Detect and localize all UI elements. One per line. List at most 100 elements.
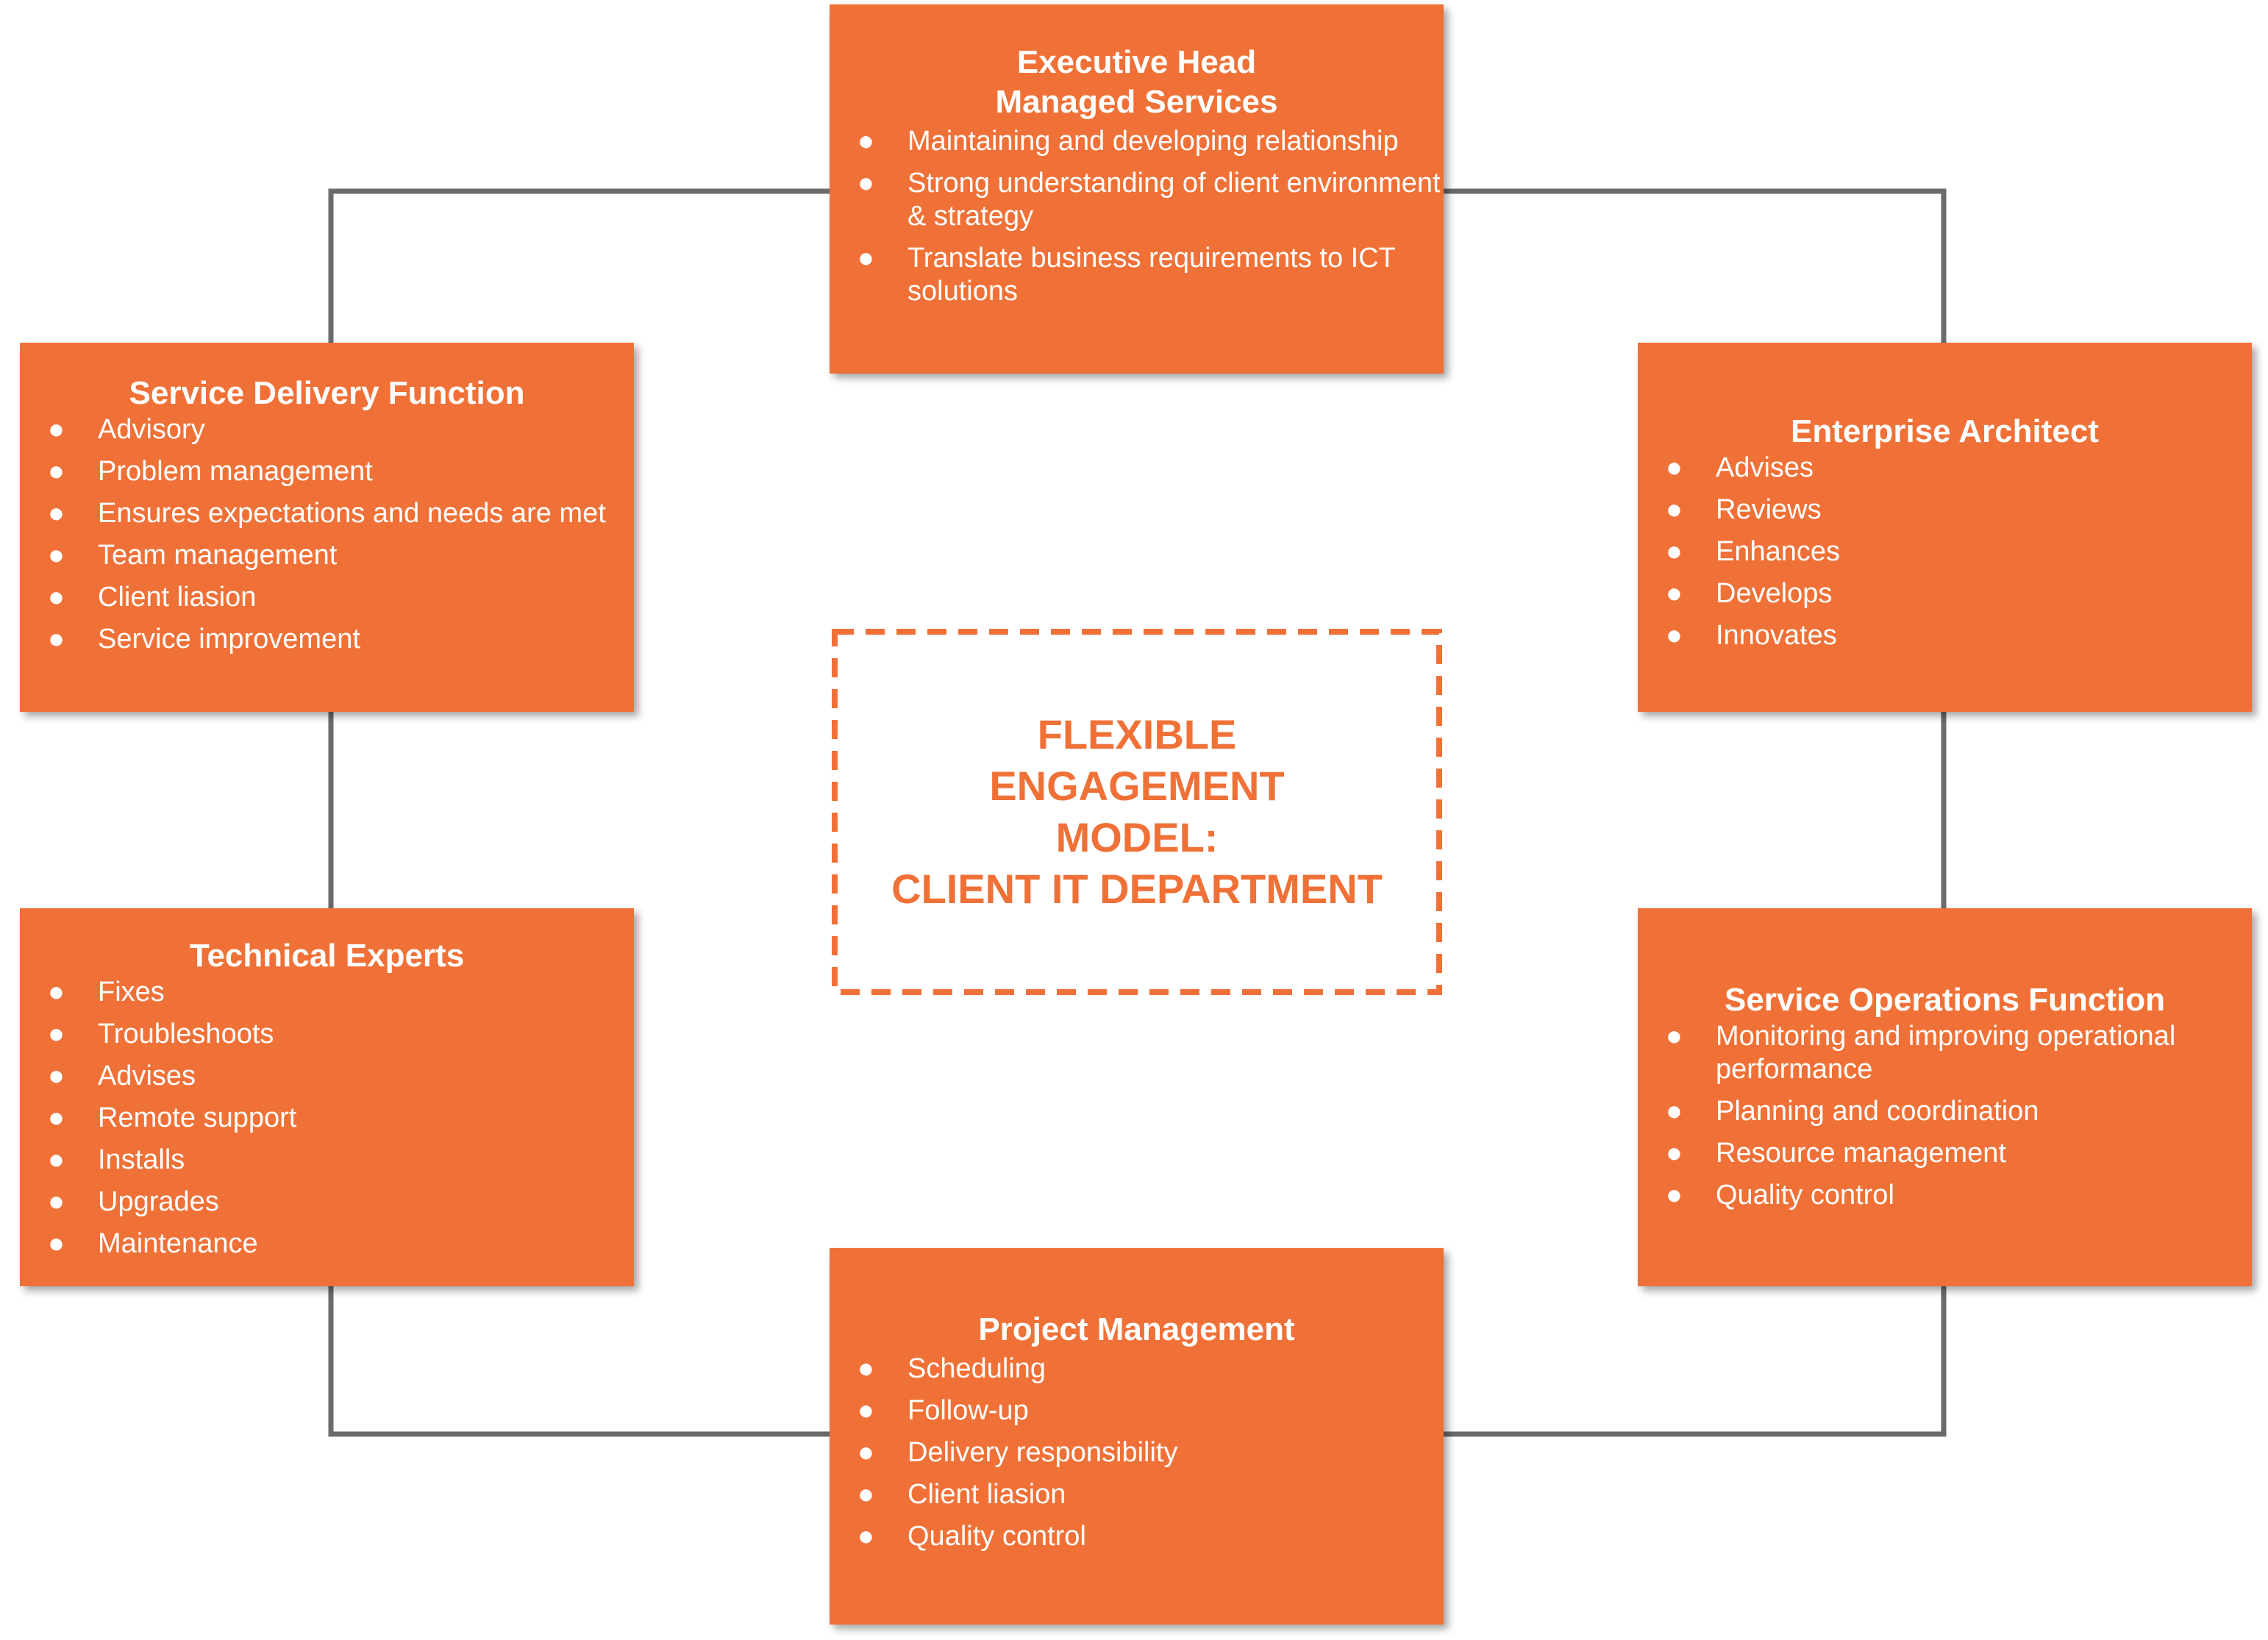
bullet-icon: ● — [48, 1019, 65, 1049]
bullet-icon: ● — [857, 1521, 874, 1552]
list-item: ● Upgrades — [20, 1186, 634, 1219]
list-item: ● Client liasion — [830, 1478, 1444, 1511]
connector-line — [1444, 188, 1947, 1437]
bullet-icon: ● — [48, 540, 65, 571]
bullet-icon: ● — [857, 168, 874, 199]
list-item: ●Client liasion — [20, 581, 634, 614]
list-item: ● Installs — [20, 1144, 634, 1177]
list-item-text: Follow-up — [907, 1395, 1029, 1426]
center-title: FLEXIBLE ENGAGEMENT MODEL: CLIENT IT DEP… — [891, 711, 1383, 912]
bullet-icon: ● — [48, 977, 65, 1008]
list-item-text: Innovates — [1716, 620, 1837, 651]
bullet-icon: ● — [1666, 536, 1683, 567]
connector-line — [328, 188, 830, 1437]
list-item: ● Problem management — [20, 455, 634, 488]
bullet-icon: ● — [1666, 452, 1683, 483]
list-item-text: Monitoring and improving operational per… — [1716, 1021, 2176, 1085]
list-item-text: Client liasion — [98, 582, 257, 613]
technical-experts-list: ● Fixes ● Troubleshoots ● Advises ● Remote supp… — [20, 976, 634, 1261]
list-item-text: Maintenance — [98, 1228, 258, 1259]
list-item: ● Enhances — [1638, 535, 2252, 568]
bullet-icon: ● — [1666, 1180, 1683, 1211]
list-item-text: Advises — [98, 1060, 196, 1091]
list-item-text: Upgrades — [98, 1186, 219, 1217]
bullet-icon: ● — [1666, 494, 1683, 525]
list-item-text: Translate business requirements to ICT s… — [907, 243, 1396, 307]
list-item-text: Resource management — [1716, 1138, 2006, 1169]
list-item-text: Quality control — [1716, 1180, 1894, 1211]
list-item: ● Follow-up — [830, 1394, 1444, 1427]
list-item-text: Advisory — [98, 414, 205, 445]
bullet-icon: ● — [857, 1395, 874, 1426]
list-item-text: Troubleshoots — [98, 1019, 274, 1049]
list-item-text: Enhances — [1716, 536, 1841, 567]
list-item: ● Service improvement — [20, 623, 634, 656]
list-item-text: Planning and coordination — [1716, 1096, 2039, 1127]
bullet-icon: ● — [857, 126, 874, 157]
service-operations-list: ● Monitoring and improving operational pe… — [1638, 1020, 2252, 1212]
list-item-text: Installs — [98, 1144, 185, 1175]
list-item: ● Team management — [20, 539, 634, 572]
technical-experts-box: Technical Experts ●Fixes●Troubleshoots●A… — [20, 908, 634, 1286]
list-item-text: Quality control — [907, 1521, 1086, 1552]
list-item: ● Planning and coordination — [1638, 1095, 2252, 1128]
bullet-icon: ● — [48, 414, 65, 445]
list-item-text: Fixes — [98, 977, 165, 1008]
list-item-text: Ensures expectations and needs are met — [98, 498, 606, 529]
list-item: ● Translate business requirements to ICT … — [830, 242, 1444, 308]
service-delivery-title: Service Delivery Function — [129, 375, 525, 411]
bullet-icon: ● — [1666, 1021, 1683, 1052]
bullet-icon: ● — [857, 243, 874, 274]
list-item: ● Advises — [20, 1060, 634, 1093]
bullet-icon: ● — [48, 1102, 65, 1133]
enterprise-architect-box: Enterprise Architect ●Advises●Reviews●En… — [1638, 343, 2252, 712]
list-item-text: Delivery responsibility — [907, 1437, 1178, 1468]
list-item-text: Problem management — [98, 456, 373, 487]
bullet-icon: ● — [48, 1144, 65, 1175]
list-item-text: Remote support — [98, 1102, 297, 1133]
list-item: ● Innovates — [1638, 619, 2252, 652]
list-item: ● Delivery responsibility — [830, 1436, 1444, 1469]
enterprise-architect-list: ● Advises ● Reviews ● Enhances ● Develops ● Innov… — [1638, 452, 2252, 652]
list-item-text: Team management — [98, 540, 338, 571]
list-item: ● Quality control — [830, 1520, 1444, 1553]
service-operations-box: Service Operations Function ● Monitoring … — [1638, 908, 2252, 1286]
executive-head-title: Executive Head Managed Services — [995, 44, 1278, 120]
bullet-icon: ● — [48, 1228, 65, 1259]
list-item: ● Advises — [1638, 452, 2252, 485]
bullet-icon: ● — [1666, 578, 1683, 609]
list-item-text: Advises — [1716, 452, 1814, 483]
list-item: ● Remote support — [20, 1102, 634, 1135]
service-operations-title: Service Operations Function — [1724, 982, 2166, 1018]
list-item: ● Ensures expectations and needs are met — [20, 497, 634, 530]
bullet-icon: ● — [48, 1186, 65, 1217]
list-item: ● Maintaining and developing relationship — [830, 125, 1444, 158]
list-item-text: Scheduling — [907, 1353, 1046, 1384]
list-item-text: Maintaining and developing relationship — [907, 126, 1399, 157]
project-management-title: Project Management — [978, 1311, 1295, 1347]
bullet-icon: ● — [1666, 1096, 1683, 1127]
bullet-icon: ● — [1666, 620, 1683, 651]
list-item: ● Reviews — [1638, 493, 2252, 527]
bullet-icon: ● — [48, 456, 65, 487]
bullet-icon: ● — [857, 1479, 874, 1510]
bullet-icon: ● — [48, 498, 65, 529]
list-item: ● Develops — [1638, 577, 2252, 610]
bullet-icon: ● — [48, 1060, 65, 1091]
list-item: ● Troubleshoots — [20, 1018, 634, 1051]
bullet-icon: ● — [1666, 1138, 1683, 1169]
list-item-text: Develops — [1716, 578, 1833, 609]
bullet-icon: ● — [48, 624, 65, 655]
list-item-text: Reviews — [1716, 494, 1822, 525]
list-item: ● Advisory — [20, 413, 634, 446]
project-management-list: ● Scheduling ● Follow-up ● Delivery responsib… — [830, 1352, 1444, 1553]
bullet-icon: ● — [857, 1437, 874, 1468]
list-item: ● Monitoring and improving operational pe… — [1638, 1020, 2252, 1086]
bullet-icon: ● — [857, 1353, 874, 1384]
center-model-box: FLEXIBLE ENGAGEMENT MODEL: CLIENT IT DEP… — [832, 629, 1442, 995]
list-item-text: Client liasion — [907, 1479, 1066, 1510]
list-item: ● Quality control — [1638, 1179, 2252, 1212]
list-item-text: Service improvement — [98, 624, 360, 655]
list-item: ● Fixes — [20, 976, 634, 1009]
